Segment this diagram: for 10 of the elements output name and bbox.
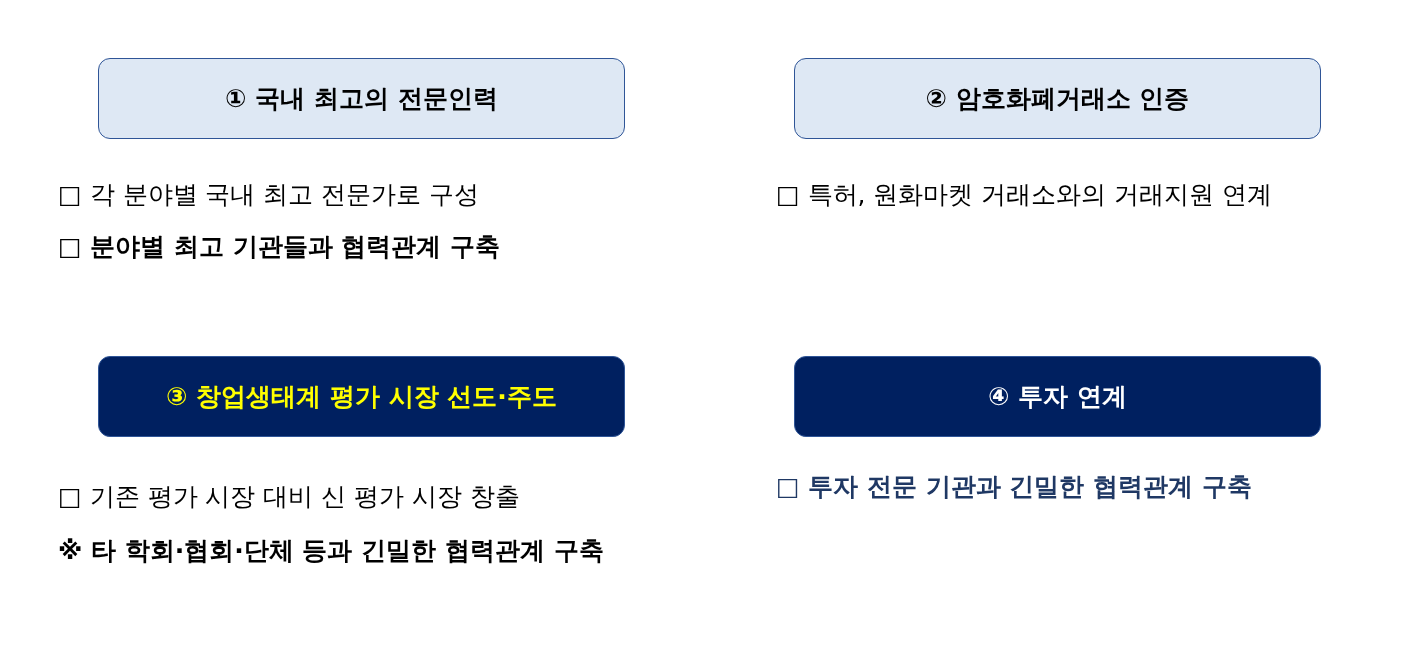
bullet-text: □ 각 분야별 국내 최고 전문가로 구성 [58, 179, 480, 211]
bullet-text: □ 특허, 원화마켓 거래소와의 거래지원 연계 [776, 179, 1273, 211]
bullet-text: □ 투자 전문 기관과 긴밀한 협력관계 구축 [776, 471, 1252, 503]
header-box: ④ 투자 연계 [794, 356, 1321, 437]
bullet-text: □ 분야별 최고 기관들과 협력관계 구축 [58, 231, 501, 263]
bullet-text: ※ 타 학회·협회·단체 등과 긴밀한 협력관계 구축 [58, 535, 604, 567]
header-box: ③ 창업생태계 평가 시장 선도·주도 [98, 356, 625, 437]
header-box: ① 국내 최고의 전문인력 [98, 58, 625, 139]
bullet-text: □ 기존 평가 시장 대비 신 평가 시장 창출 [58, 481, 521, 513]
header-box: ② 암호화폐거래소 인증 [794, 58, 1321, 139]
